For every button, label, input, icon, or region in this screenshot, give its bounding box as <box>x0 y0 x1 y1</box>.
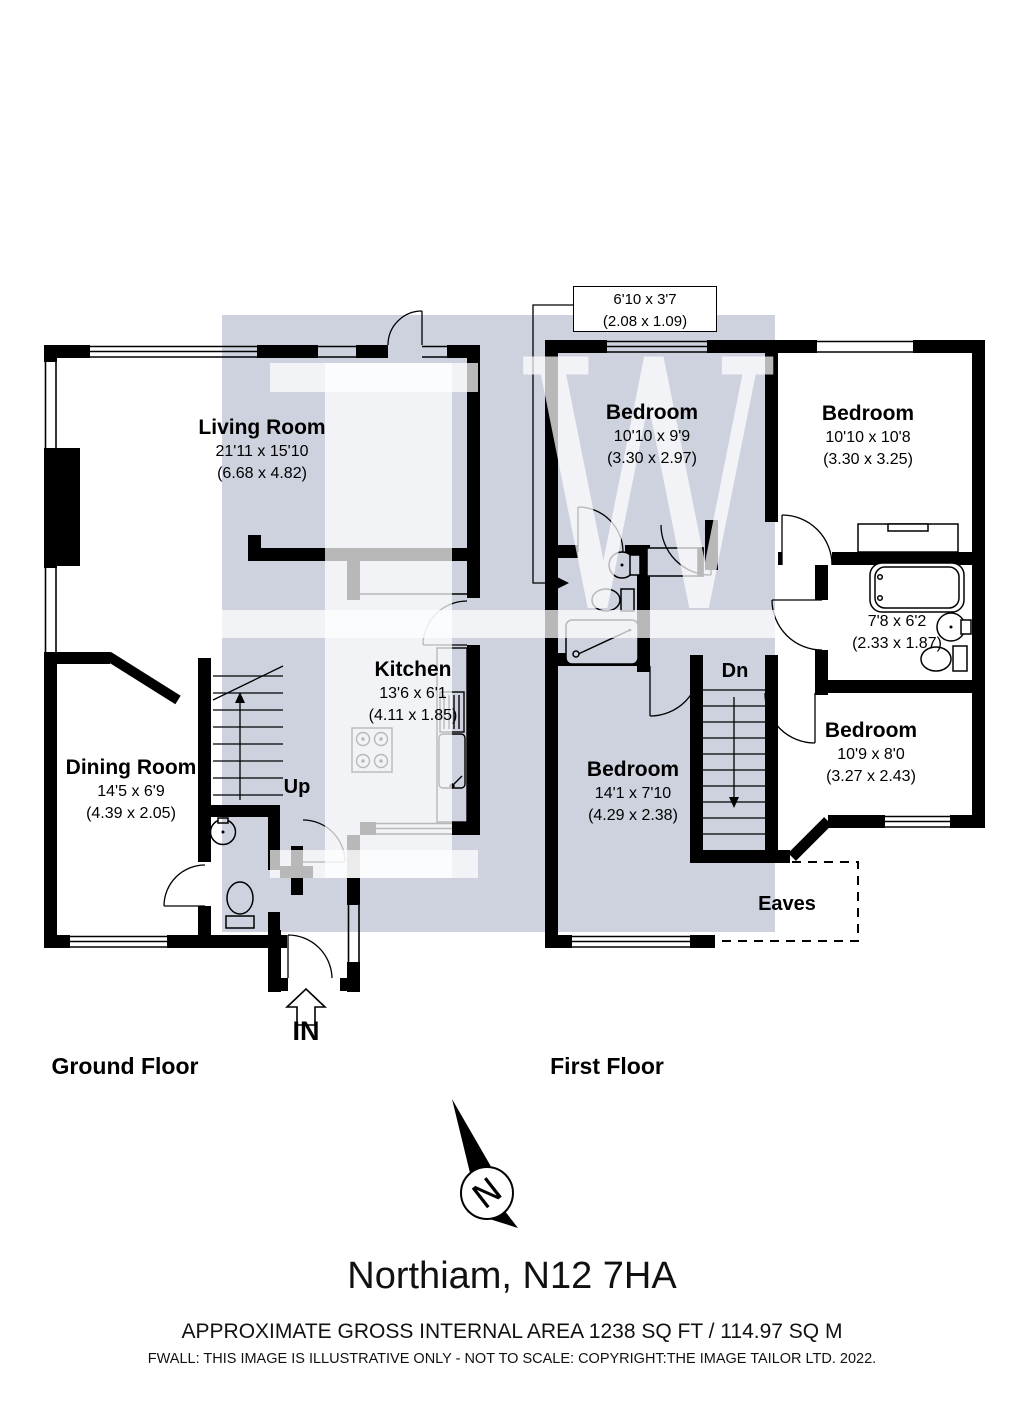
room-label-bedroom-long: Bedroom 14'1 x 7'10 (4.29 x 2.38) <box>586 758 680 824</box>
eaves-label: Eaves <box>758 893 816 915</box>
bathroom-fixtures <box>869 562 972 672</box>
watermark: W <box>222 289 775 932</box>
room-label-bedroom-front: Bedroom 10'10 x 9'9 (3.30 x 2.97) <box>605 401 699 467</box>
room-label-bedroom-small: Bedroom 10'9 x 8'0 (3.27 x 2.43) <box>824 719 918 785</box>
first-floor-label: First Floor <box>550 1053 664 1079</box>
entrance-arrow-icon <box>284 987 328 1026</box>
room-label-living-room: Living Room 21'11 x 15'10 (6.68 x 4.82) <box>198 416 326 482</box>
page-title: Northiam, N12 7HA <box>347 1255 677 1297</box>
dimension-annotation-box: 6'10 x 3'7 (2.08 x 1.09) <box>573 286 717 332</box>
eaves-dashed-boundary <box>700 861 859 942</box>
entrance-label: IN <box>292 1016 320 1046</box>
gross-internal-area: APPROXIMATE GROSS INTERNAL AREA 1238 SQ … <box>181 1320 843 1343</box>
copyright-disclaimer: FWALL: THIS IMAGE IS ILLUSTRATIVE ONLY -… <box>147 1351 877 1367</box>
ground-floor-label: Ground Floor <box>51 1053 199 1079</box>
room-label-dining-room: Dining Room 14'5 x 6'9 (4.39 x 2.05) <box>65 756 197 822</box>
stairs-up-label: Up <box>283 776 311 798</box>
eaves-angled-wall <box>788 817 832 861</box>
room-label-bathroom: 7'8 x 6'2 (2.33 x 1.87) <box>852 613 942 652</box>
stairs-down-label: Dn <box>721 660 749 682</box>
dining-chamfer-wall <box>105 651 181 705</box>
annotation-imperial: 6'10 x 3'7 <box>613 291 677 308</box>
compass-icon: N <box>452 1099 518 1228</box>
annotation-metric: (2.08 x 1.09) <box>602 312 688 330</box>
room-label-bedroom-rear: Bedroom 10'10 x 10'8 (3.30 x 3.25) <box>821 402 915 468</box>
room-label-kitchen: Kitchen 13'6 x 6'1 (4.11 x 1.85) <box>368 658 458 724</box>
